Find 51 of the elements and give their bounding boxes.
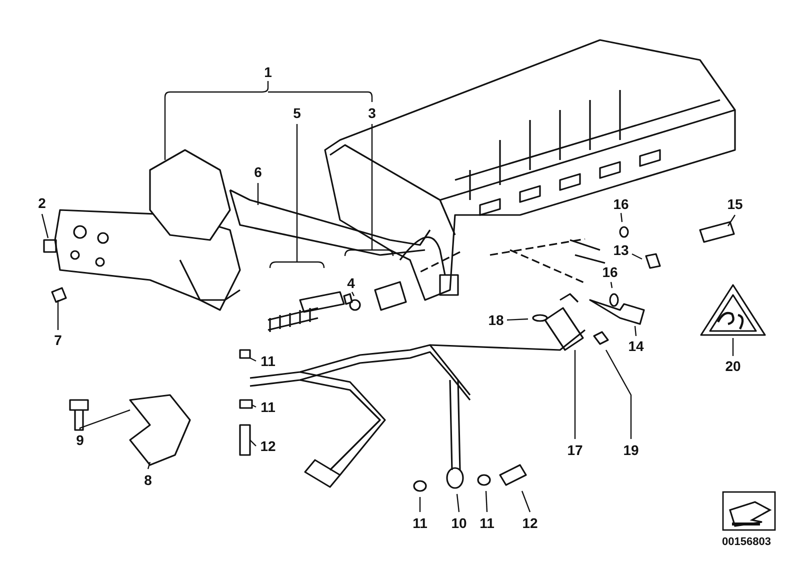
leader-line: [252, 404, 256, 408]
leader-line: [610, 282, 613, 288]
callout-number: 5: [293, 105, 301, 121]
leader-line: [732, 338, 734, 356]
callout-number: 19: [623, 442, 639, 458]
leader-line: [250, 440, 256, 446]
leader-line: [632, 253, 642, 260]
callout-number: 11: [480, 515, 494, 531]
callout-number: 15: [727, 196, 743, 212]
callout-number: 1: [264, 64, 272, 80]
leader-line: [351, 292, 355, 296]
leader-line: [728, 214, 736, 226]
leader-line: [419, 497, 421, 512]
leader-line: [605, 350, 632, 439]
leader-line: [506, 318, 528, 321]
leader-line: [620, 212, 623, 222]
callout-number: 16: [602, 264, 618, 280]
callout-number: 12: [522, 515, 538, 531]
callout-number: 11: [412, 515, 428, 531]
diagram-number: 00156803: [722, 536, 771, 548]
leader-line: [57, 300, 59, 330]
callout-number: 10: [451, 515, 467, 531]
leader-line: [456, 494, 460, 512]
callout-number: 4: [347, 275, 355, 291]
callout-number: 20: [725, 358, 741, 374]
leader-line: [344, 123, 394, 257]
leader-line: [634, 326, 637, 336]
callout-number: 11: [260, 399, 276, 415]
callout-number: 12: [260, 438, 276, 454]
leader-line: [147, 462, 151, 470]
leader-line: [521, 490, 531, 512]
leader-line: [79, 409, 130, 430]
leader-line: [269, 123, 325, 269]
leader-line: [574, 350, 576, 439]
callout-number: 17: [567, 442, 583, 458]
callout-number: 16: [613, 196, 629, 212]
leader-line: [257, 183, 259, 205]
leader-line: [485, 490, 488, 512]
callout-number: 14: [628, 338, 644, 354]
callout-number: 2: [38, 195, 46, 211]
callout-number: 18: [488, 312, 504, 328]
callout-number: 11: [260, 353, 276, 369]
callout-number: 8: [144, 472, 152, 488]
callout-number: 9: [76, 432, 84, 448]
leader-line: [250, 357, 256, 362]
callout-number: 3: [368, 105, 376, 121]
leader-line: [41, 214, 49, 238]
callout-number: 7: [54, 332, 62, 348]
callout-number: 6: [254, 164, 262, 180]
leader-line: [164, 80, 373, 161]
callout-number: 13: [613, 242, 629, 258]
